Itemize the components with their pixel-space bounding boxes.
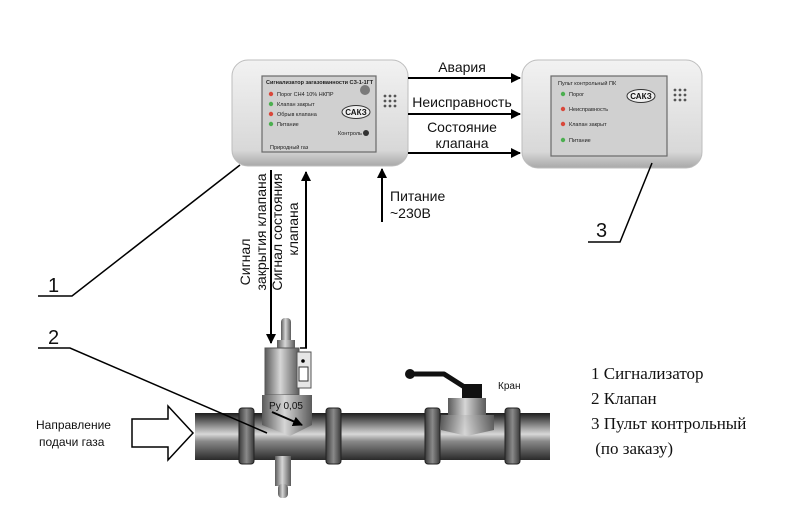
flow-label-2: подачи газа [39, 435, 105, 449]
svg-text:2: 2 [48, 327, 59, 349]
speaker-grille-icon [383, 94, 397, 108]
indicator-label: Обрыв клапана [277, 112, 318, 118]
sensor-icon [360, 85, 370, 95]
flow-label-1: Направление [36, 418, 111, 432]
legend-item: (по заказу) [591, 439, 673, 458]
led-red-icon [268, 91, 274, 97]
indicator-label: Неисправность [569, 107, 608, 113]
svg-text:3: 3 [596, 220, 607, 242]
alarm-label: Авария [438, 59, 486, 75]
valve-rating-label: Ру 0,05 [269, 401, 303, 412]
legend-item: 1 Сигнализатор [591, 364, 704, 383]
legend-item: 3 Пульт контрольный [591, 414, 746, 433]
tap-handle[interactable] [405, 369, 415, 379]
solenoid-valve: Ру 0,05 [262, 318, 312, 436]
close-signal-label-1: Сигнал [237, 239, 253, 286]
legend: 1 Сигнализатор 2 Клапан 3 Пульт контроль… [591, 364, 746, 458]
state-signal-label-2: клапана [285, 202, 301, 255]
brand-logo: САКЗ [630, 92, 652, 101]
svg-text:1: 1 [48, 275, 59, 297]
led-red-icon [268, 111, 274, 117]
led-red-icon [560, 106, 566, 112]
valve-state-label-2: клапана [435, 135, 488, 151]
close-signal-label-2: закрытия клапана [253, 173, 269, 290]
speaker-grille-icon [673, 88, 687, 102]
ball-valve-tap[interactable] [405, 369, 494, 436]
power-label-1: Питание [390, 188, 445, 204]
led-green-icon [268, 121, 274, 127]
panel-title: Пульт контрольный ПК [558, 80, 617, 87]
callout-3: 3 [588, 162, 653, 243]
indicator-list: Порог CH4 10% НКПР Клапан закрыт Обрыв к… [268, 91, 334, 128]
control-panel-device: Пульт контрольный ПК Порог Неисправность… [521, 59, 703, 169]
indicator-label: Питание [277, 122, 299, 128]
callout-2: 2 [38, 327, 268, 434]
power-label-2: ~230В [390, 205, 431, 221]
indicator-label: Порог [569, 92, 584, 98]
control-button[interactable] [363, 130, 369, 136]
indicator-label: Клапан закрыт [569, 122, 607, 128]
brand-logo: САКЗ [345, 108, 367, 117]
tap-label: Кран [498, 381, 520, 392]
indicator-label: Клапан закрыт [277, 102, 315, 108]
callout-1: 1 [38, 164, 241, 297]
indicator-label: Питание [569, 138, 591, 144]
flow-direction-arrow [131, 404, 195, 462]
led-green-icon [560, 91, 566, 97]
fault-label: Неисправность [412, 94, 512, 110]
gas-type-label: Природный газ [270, 144, 309, 151]
pipeline: Ру 0,05 Кран [195, 318, 550, 498]
signaling-device: Сигнализатор загазованности СЗ-1-1ГТ Пор… [231, 59, 409, 167]
state-signal-label-1: Сигнал состояния [269, 173, 285, 290]
led-green-icon [560, 137, 566, 143]
led-red-icon [560, 121, 566, 127]
control-label: Контроль [338, 131, 362, 137]
valve-state-label-1: Состояние [427, 119, 497, 135]
legend-item: 2 Клапан [591, 389, 657, 408]
device-title: Сигнализатор загазованности СЗ-1-1ГТ [266, 80, 374, 86]
signal-arrows: Авария Неисправность Состояние клапана [408, 59, 521, 158]
led-green-icon [268, 101, 274, 107]
indicator-label: Порог CH4 10% НКПР [277, 92, 334, 98]
